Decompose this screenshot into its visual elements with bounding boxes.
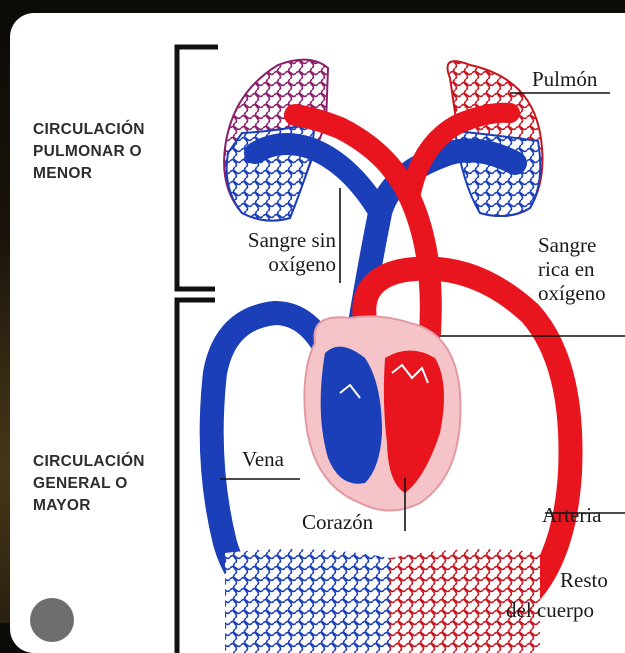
rest-of-body-label: Resto — [560, 568, 608, 592]
oxygenated-blood-label: Sangre rica en oxígeno — [538, 233, 606, 305]
systemic-circulation-label: CIRCULACIÓN GENERAL O MAYOR — [33, 451, 183, 517]
pulmonary-circulation-label: CIRCULACIÓN PULMONAR O MENOR — [33, 119, 183, 185]
deoxygenated-blood-label: Sangre sin oxígeno — [214, 228, 336, 276]
rest-of-body-label-2: del cuerpo — [506, 598, 594, 622]
systemic-line-3: MAYOR — [33, 495, 183, 517]
right-lung — [448, 61, 543, 216]
bracket-pulmonary — [177, 47, 218, 289]
overlay-badge[interactable] — [30, 598, 74, 642]
body-capillaries — [225, 549, 540, 653]
vein-label: Vena — [242, 447, 284, 471]
pulmonary-line-2: PULMONAR O — [33, 141, 183, 163]
artery-label: Arteria — [542, 503, 601, 527]
heart — [304, 316, 460, 510]
systemic-line-1: CIRCULACIÓN — [33, 451, 183, 473]
systemic-line-2: GENERAL O — [33, 473, 183, 495]
lung-label: Pulmón — [532, 67, 597, 91]
pulmonary-line-3: MENOR — [33, 163, 183, 185]
heart-label: Corazón — [302, 510, 373, 534]
pulmonary-line-1: CIRCULACIÓN — [33, 119, 183, 141]
diagram-card: CIRCULACIÓN PULMONAR O MENOR CIRCULACIÓN… — [10, 13, 625, 653]
circulation-diagram — [10, 13, 625, 653]
